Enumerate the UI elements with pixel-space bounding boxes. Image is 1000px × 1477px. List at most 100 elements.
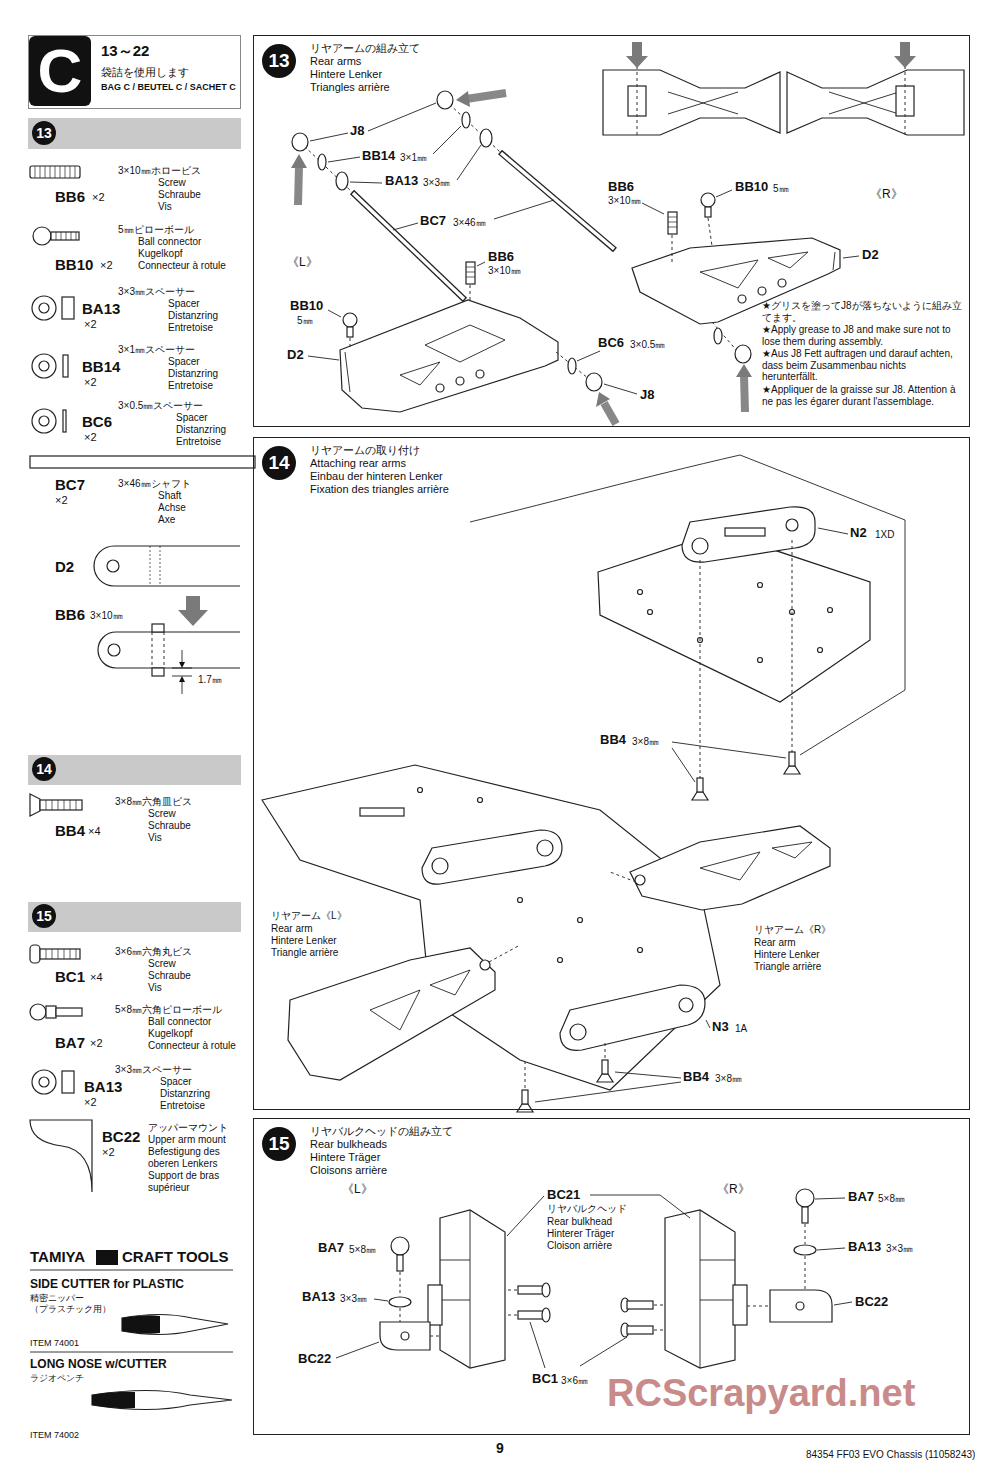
label-text: Upper arm mount xyxy=(148,1134,226,1146)
part-code: LONG NOSE w/CUTTER xyxy=(30,1358,167,1372)
part-code: BC1 xyxy=(55,968,85,985)
step-band: 15 xyxy=(28,902,241,932)
label-text: ★Appliquer de la graisse sur J8. Attenti… xyxy=(762,384,962,407)
label-text: ×4 xyxy=(90,971,103,984)
section-header: C13～22袋詰を使用しますBAG C / BEUTEL C / SACHET … xyxy=(28,35,241,109)
label-text: Spacer xyxy=(176,412,208,424)
label-text: Hintere Lenker xyxy=(271,935,337,947)
label-text: Spacer xyxy=(168,356,200,368)
step-title: Rear arms xyxy=(310,55,361,68)
part-code: BC1 xyxy=(532,1372,558,1387)
label-text: ★グリスを塗ってJ8が落ちないように組み立てます。 xyxy=(762,300,962,323)
part-code: 9 xyxy=(496,1440,504,1456)
step-title: リヤアームの取り付け xyxy=(310,444,420,457)
label-text: 3×8㎜ xyxy=(715,1073,742,1085)
label-text: Entretoise xyxy=(176,436,221,448)
label-text: Triangle arrière xyxy=(754,961,821,973)
label-text: ★Apply grease to J8 and make sure not to… xyxy=(762,324,962,347)
label-text: 5×8㎜ xyxy=(349,1244,376,1256)
label-text: Spacer xyxy=(160,1076,192,1088)
section-letter: C xyxy=(29,36,91,106)
part-code: BB14 xyxy=(362,149,395,164)
part-code: BB4 xyxy=(55,822,85,839)
label-text: ITEM 74002 xyxy=(30,1430,79,1440)
label-text: ×2 xyxy=(84,1096,97,1109)
label-text: 《L》 xyxy=(287,256,318,270)
label-text: Rear arm xyxy=(271,923,313,935)
label-text: 《R》 xyxy=(717,1183,750,1197)
label-text: Entretoise xyxy=(168,380,213,392)
label-text: 《L》 xyxy=(342,1183,373,1197)
label-text: Spacer xyxy=(168,298,200,310)
label-text: Screw xyxy=(148,958,176,970)
label-text: Distanzring xyxy=(160,1088,210,1100)
step-range: 13～22 xyxy=(101,42,149,59)
label-text: Vis xyxy=(148,982,162,994)
part-code: BC21 xyxy=(547,1188,580,1203)
part-code: BC6 xyxy=(82,413,112,430)
label-text: 1.7㎜ xyxy=(198,674,222,686)
part-code: BC7 xyxy=(420,214,446,229)
label-text: 3×0.5㎜スペーサー xyxy=(118,400,203,412)
label-text: ×2 xyxy=(84,318,97,331)
label-text: Connecteur à rotule xyxy=(138,260,226,272)
label-text: 精密ニッパー xyxy=(30,1293,84,1303)
step-number: 13 xyxy=(32,121,56,145)
label-text: ×2 xyxy=(92,191,105,204)
label-text: Support de bras xyxy=(148,1170,219,1182)
label-text: ×4 xyxy=(88,825,101,838)
label-text: Kugelkopf xyxy=(148,1028,192,1040)
part-code: BB14 xyxy=(82,358,120,375)
step-number: 14 xyxy=(262,446,296,480)
label-text: ラジオペンチ xyxy=(30,1373,84,1383)
part-code: J8 xyxy=(640,388,654,403)
label-text: Vis xyxy=(158,201,172,213)
bag-note: BAG C / BEUTEL C / SACHET C xyxy=(101,82,236,92)
label-text: Connecteur à rotule xyxy=(148,1040,236,1052)
part-code: BB6 xyxy=(55,606,85,623)
step-number: 15 xyxy=(262,1127,296,1161)
label-text: リヤアーム《L》 xyxy=(271,910,347,922)
label-text: 1A xyxy=(735,1023,747,1035)
label-text: 5㎜ xyxy=(773,183,789,195)
step-band: 14 xyxy=(28,755,241,785)
label-text: Rear bulkhead xyxy=(547,1216,612,1228)
part-code: TAMIYA xyxy=(30,1248,85,1265)
part-code: BB10 xyxy=(55,256,93,273)
label-text: 3×3㎜スペーサー xyxy=(118,286,195,298)
part-code: BA13 xyxy=(302,1290,335,1305)
label-text: Entretoise xyxy=(160,1100,205,1112)
label-text: リヤアーム《R》 xyxy=(754,924,831,936)
label-text: Screw xyxy=(158,177,186,189)
step-title: Hintere Träger xyxy=(310,1151,380,1164)
part-code: BA7 xyxy=(55,1034,85,1051)
label-text: 《R》 xyxy=(870,188,903,202)
label-text: 3×10㎜ xyxy=(608,195,641,207)
label-text: Ball connector xyxy=(138,236,201,248)
label-text: Hinterer Träger xyxy=(547,1228,614,1240)
label-text: 3×3㎜ xyxy=(423,177,450,189)
label-text: Befestigung des xyxy=(148,1146,220,1158)
part-code: BA13 xyxy=(84,1078,122,1095)
label-text: 5㎜ xyxy=(297,315,313,327)
step-band: 13 xyxy=(28,118,241,149)
label-text: oberen Lenkers xyxy=(148,1158,218,1170)
label-text: 5㎜ピローボール xyxy=(118,224,194,236)
label-text: Schraube xyxy=(148,820,191,832)
label-text: 3×6㎜六角丸ビス xyxy=(115,946,192,958)
label-text: Screw xyxy=(148,808,176,820)
label-text: リヤバルクヘッド xyxy=(547,1204,627,1215)
part-code: BA7 xyxy=(848,1190,874,1205)
label-text: Schraube xyxy=(148,970,191,982)
label-text: Distanzring xyxy=(168,310,218,322)
label-text: ×2 xyxy=(84,376,97,389)
step-title: Fixation des triangles arrière xyxy=(310,483,449,496)
label-text: 3×10㎜ xyxy=(488,265,521,277)
part-code: CRAFT TOOLS xyxy=(122,1248,228,1265)
label-text: 84354 FF03 EVO Chassis (11058243) xyxy=(806,1449,975,1461)
step-title: Einbau der hinteren Lenker xyxy=(310,470,443,483)
label-text: 3×10㎜ xyxy=(90,610,123,622)
part-code: BA13 xyxy=(385,174,418,189)
label-text: 5×8㎜ xyxy=(878,1193,905,1205)
part-code: D2 xyxy=(55,558,74,575)
